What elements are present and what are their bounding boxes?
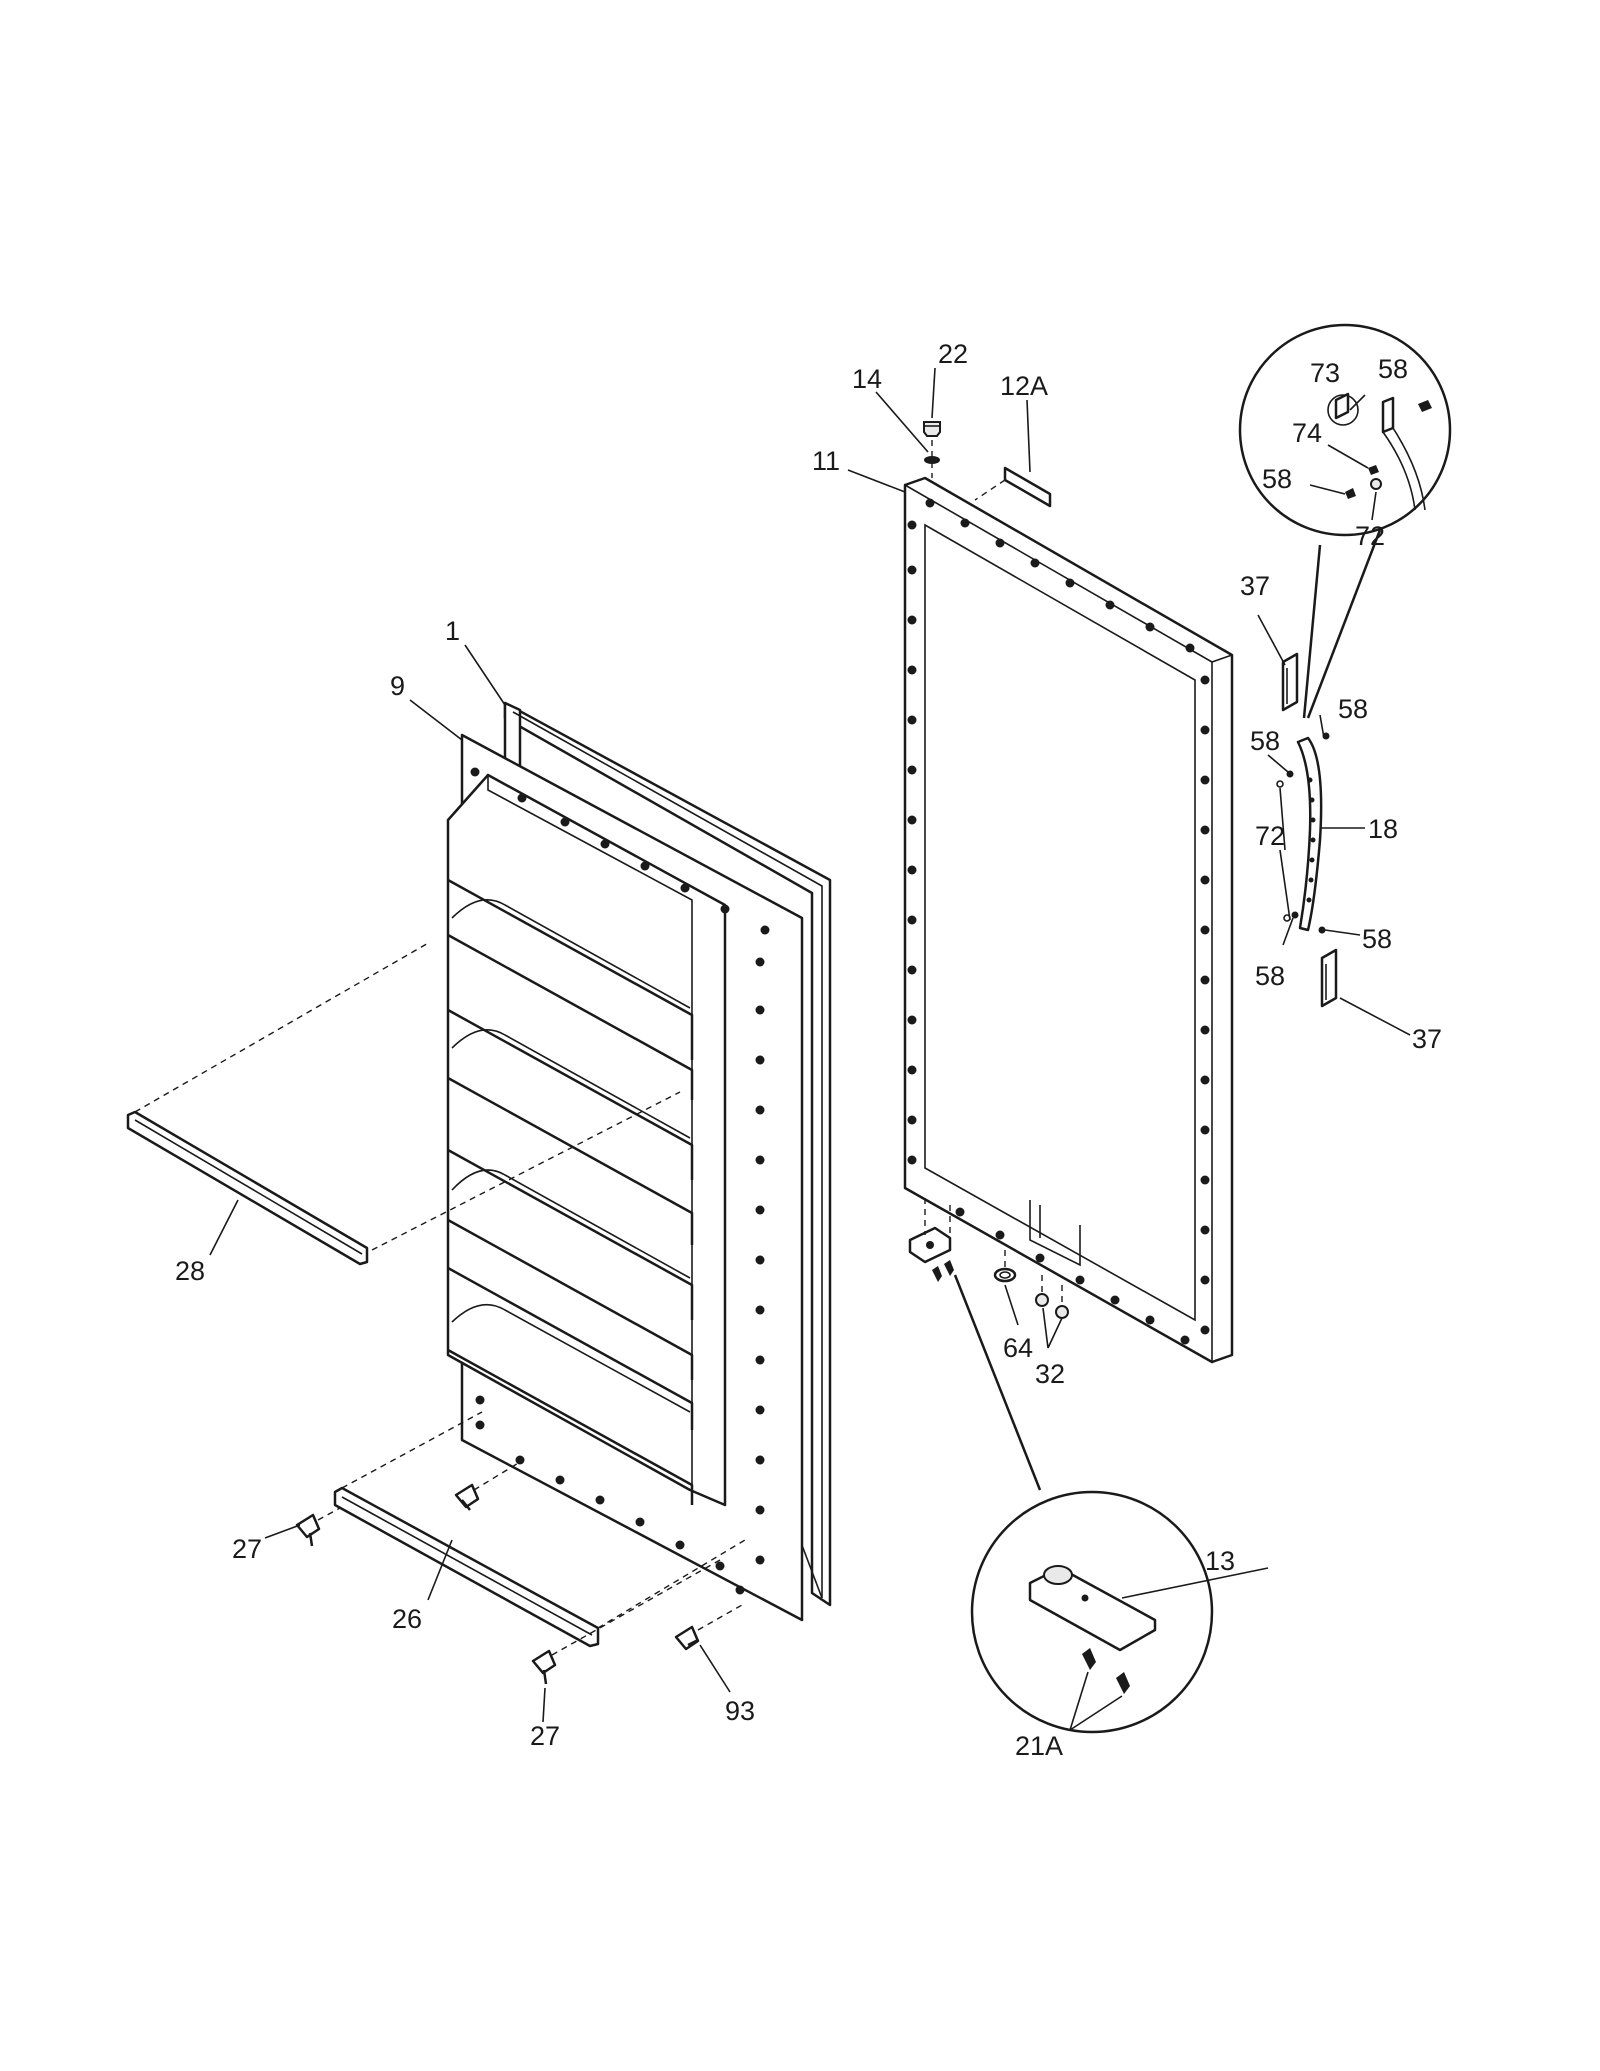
label-part-21a: 21A: [1015, 1731, 1063, 1761]
label-part-72-a: 72: [1355, 521, 1385, 551]
bottom-trim-strip-part-26: [333, 1411, 746, 1648]
detail-circle-bottom-hinge: [970, 1490, 1214, 1734]
leader-lines: [209, 367, 1411, 1731]
label-part-72-b: 72: [1255, 821, 1285, 851]
grommet-part-64: [993, 1250, 1017, 1283]
label-part-58-c: 58: [1338, 694, 1368, 724]
label-part-12a: [974, 466, 1052, 508]
handle-part-18: [1296, 736, 1323, 932]
label-part-64: 64: [1003, 1333, 1033, 1363]
fastener-part-27-bottom: [531, 1559, 721, 1685]
label-part-11: 11: [812, 446, 840, 476]
part-labels: 1 9 11 12A 13 14 18 21A 22 26 27 27 28 3…: [175, 339, 1442, 1761]
label-part-27-top: 27: [232, 1534, 262, 1564]
label-part-26: 26: [392, 1604, 422, 1634]
label-part-9: 9: [390, 671, 405, 701]
label-part-1: 1: [445, 616, 460, 646]
label-part-74: 74: [1292, 418, 1322, 448]
plug-part-22: [923, 421, 941, 437]
handle-endcap-part-37-bottom: [1320, 948, 1338, 1008]
label-part-58-d: 58: [1250, 726, 1280, 756]
fastener-part-93: [674, 1604, 743, 1651]
label-part-37-bottom: 37: [1412, 1024, 1442, 1054]
detail-circle-handle-mount: [1238, 323, 1452, 537]
label-part-73: 73: [1310, 358, 1340, 388]
handle-endcap-part-37-top: [1281, 652, 1299, 712]
washer-part-14: [924, 440, 940, 478]
label-part-27-bottom: 27: [530, 1721, 560, 1751]
label-part-37-top: 37: [1240, 571, 1270, 601]
label-part-13: 13: [1205, 1546, 1235, 1576]
fastener-part-27-top: [295, 1507, 341, 1547]
bottom-hinge-bracket-small: [908, 1198, 952, 1264]
label-part-14: 14: [852, 364, 882, 394]
label-part-58-b: 58: [1262, 464, 1292, 494]
label-part-12a: 12A: [1000, 371, 1048, 401]
label-part-93: 93: [725, 1696, 755, 1726]
top-trim-strip-part-28: [126, 941, 681, 1266]
fastener-unlabelled-push-pin: [454, 1461, 521, 1511]
label-part-32: 32: [1035, 1359, 1065, 1389]
inner-door-panel-part-9: [446, 733, 804, 1622]
label-part-58-a: 58: [1378, 354, 1408, 384]
label-part-58-f: 58: [1255, 961, 1285, 991]
outer-door-panel-part-11: [903, 476, 1234, 1364]
screw-pair-small: [932, 1260, 954, 1282]
label-part-22: 22: [938, 339, 968, 369]
label-part-58-e: 58: [1362, 924, 1392, 954]
label-part-18: 18: [1368, 814, 1398, 844]
label-part-28: 28: [175, 1256, 205, 1286]
nut-part-32: [1035, 1275, 1069, 1319]
